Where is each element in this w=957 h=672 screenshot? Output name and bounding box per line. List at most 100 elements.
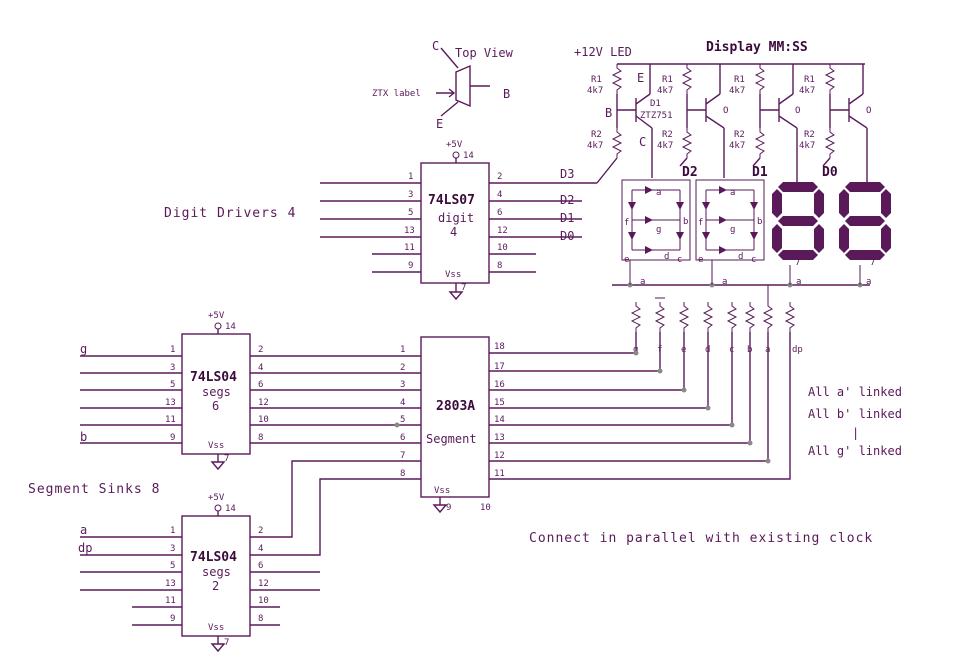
inverter-to-driver-wires xyxy=(250,355,421,556)
link-note-a: All a' linked xyxy=(808,385,902,399)
svg-text:10: 10 xyxy=(497,243,508,253)
svg-text:2: 2 xyxy=(258,345,263,355)
svg-text:4k7: 4k7 xyxy=(729,86,745,96)
seg-res-label-dp: dp xyxy=(792,345,803,355)
svg-text:11: 11 xyxy=(165,415,176,425)
link-note-b: All b' linked xyxy=(808,407,902,421)
digit-line-d2: D2 xyxy=(560,193,574,207)
svg-text:12: 12 xyxy=(494,451,505,461)
svg-text:Vss: Vss xyxy=(434,486,450,496)
svg-text:13: 13 xyxy=(165,398,176,408)
svg-text:O: O xyxy=(866,106,871,116)
svg-text:R1: R1 xyxy=(591,75,602,85)
digit-label-d0: D0 xyxy=(822,165,838,180)
svg-text:c: c xyxy=(751,255,756,265)
link-note-g: All g' linked xyxy=(808,444,902,458)
svg-text:10: 10 xyxy=(258,415,269,425)
svg-text:R2: R2 xyxy=(804,130,815,140)
svg-text:8: 8 xyxy=(258,433,263,443)
svg-text:2: 2 xyxy=(400,363,405,373)
svg-text:B: B xyxy=(605,106,612,120)
svg-text:14: 14 xyxy=(225,322,236,332)
svg-text:15: 15 xyxy=(494,398,505,408)
svg-text:18: 18 xyxy=(494,342,505,352)
svg-text:6: 6 xyxy=(212,399,219,413)
svg-text:1: 1 xyxy=(170,526,175,536)
segment-sinks-label: Segment Sinks 8 xyxy=(28,482,160,497)
svg-text:74LS04: 74LS04 xyxy=(190,550,237,565)
svg-text:a: a xyxy=(656,188,661,198)
bus-label-3: a xyxy=(796,277,801,287)
display-title: Display MM:SS xyxy=(706,40,808,55)
digit-line-d3: D3 xyxy=(560,167,574,181)
input-g-label: g xyxy=(80,342,87,356)
display-digit-1-schematic: a b c d e f g xyxy=(621,179,691,265)
svg-text:b: b xyxy=(683,217,688,227)
svg-text:9: 9 xyxy=(446,503,451,513)
svg-text:Vss: Vss xyxy=(445,270,461,280)
supply-label: +12V LED xyxy=(574,45,632,59)
bus-label-4: a xyxy=(866,277,871,287)
svg-text:13: 13 xyxy=(165,579,176,589)
digit-label-d2: D2 xyxy=(682,165,698,180)
digit-drivers-label: Digit Drivers 4 xyxy=(164,206,296,221)
tv-title: Top View xyxy=(455,46,514,60)
svg-text:4k7: 4k7 xyxy=(587,86,603,96)
svg-text:g: g xyxy=(656,225,661,235)
svg-text:1: 1 xyxy=(170,345,175,355)
svg-text:4k7: 4k7 xyxy=(799,141,815,151)
svg-text:O: O xyxy=(795,106,800,116)
svg-text:2: 2 xyxy=(258,526,263,536)
svg-text:g: g xyxy=(730,225,735,235)
svg-text:10: 10 xyxy=(480,503,491,513)
svg-text:2: 2 xyxy=(497,172,502,182)
svg-text:4: 4 xyxy=(450,225,457,239)
svg-text:7: 7 xyxy=(795,258,800,268)
svg-text:8: 8 xyxy=(497,261,502,271)
svg-text:4: 4 xyxy=(497,190,502,200)
svg-text:4: 4 xyxy=(258,544,263,554)
display-digit-2-schematic: a b c d e f g xyxy=(695,179,765,265)
svg-text:b: b xyxy=(757,217,762,227)
svg-text:12: 12 xyxy=(258,579,269,589)
display-digit-3: 7 xyxy=(772,182,824,268)
link-note-dots: | xyxy=(852,426,859,440)
svg-text:1: 1 xyxy=(408,172,413,182)
driver-transistors: E B C D1 ZTZ751 xyxy=(605,64,871,182)
svg-text:74LS07: 74LS07 xyxy=(428,193,475,208)
svg-text:14: 14 xyxy=(494,415,505,425)
svg-text:74LS04: 74LS04 xyxy=(190,370,237,385)
bus-label-1: a xyxy=(640,277,645,287)
svg-text:R1: R1 xyxy=(662,75,673,85)
svg-text:3: 3 xyxy=(408,190,413,200)
input-a-label: a xyxy=(80,523,87,537)
svg-text:segs: segs xyxy=(202,565,231,579)
svg-text:7: 7 xyxy=(461,283,466,293)
svg-text:2803A: 2803A xyxy=(436,399,475,414)
svg-text:d: d xyxy=(738,252,743,262)
svg-text:16: 16 xyxy=(494,380,505,390)
driver-to-resistor-wires xyxy=(489,285,791,480)
svg-text:R2: R2 xyxy=(662,130,673,140)
ic-74ls04-bottom: 74LS04 segs 2 +5V 14 Vss 7 1 3 5 13 11 9… xyxy=(78,493,320,653)
digit-label-d1: D1 xyxy=(752,165,768,180)
bus-label-2: a xyxy=(722,277,727,287)
svg-text:segs: segs xyxy=(202,385,231,399)
svg-text:digit: digit xyxy=(438,211,474,225)
svg-text:4k7: 4k7 xyxy=(587,141,603,151)
svg-text:7: 7 xyxy=(224,638,229,648)
svg-text:C: C xyxy=(639,135,646,149)
svg-text:1: 1 xyxy=(400,345,405,355)
svg-text:5: 5 xyxy=(408,208,413,218)
svg-text:7: 7 xyxy=(870,258,875,268)
svg-text:6: 6 xyxy=(258,380,263,390)
tv-ztx-label: ZTX label xyxy=(372,89,421,99)
svg-text:E: E xyxy=(637,71,644,85)
svg-text:7: 7 xyxy=(224,454,229,464)
svg-text:13: 13 xyxy=(494,433,505,443)
svg-text:6: 6 xyxy=(258,561,263,571)
display-digit-4: 7 xyxy=(839,182,891,268)
svg-text:12: 12 xyxy=(258,398,269,408)
svg-text:11: 11 xyxy=(165,596,176,606)
